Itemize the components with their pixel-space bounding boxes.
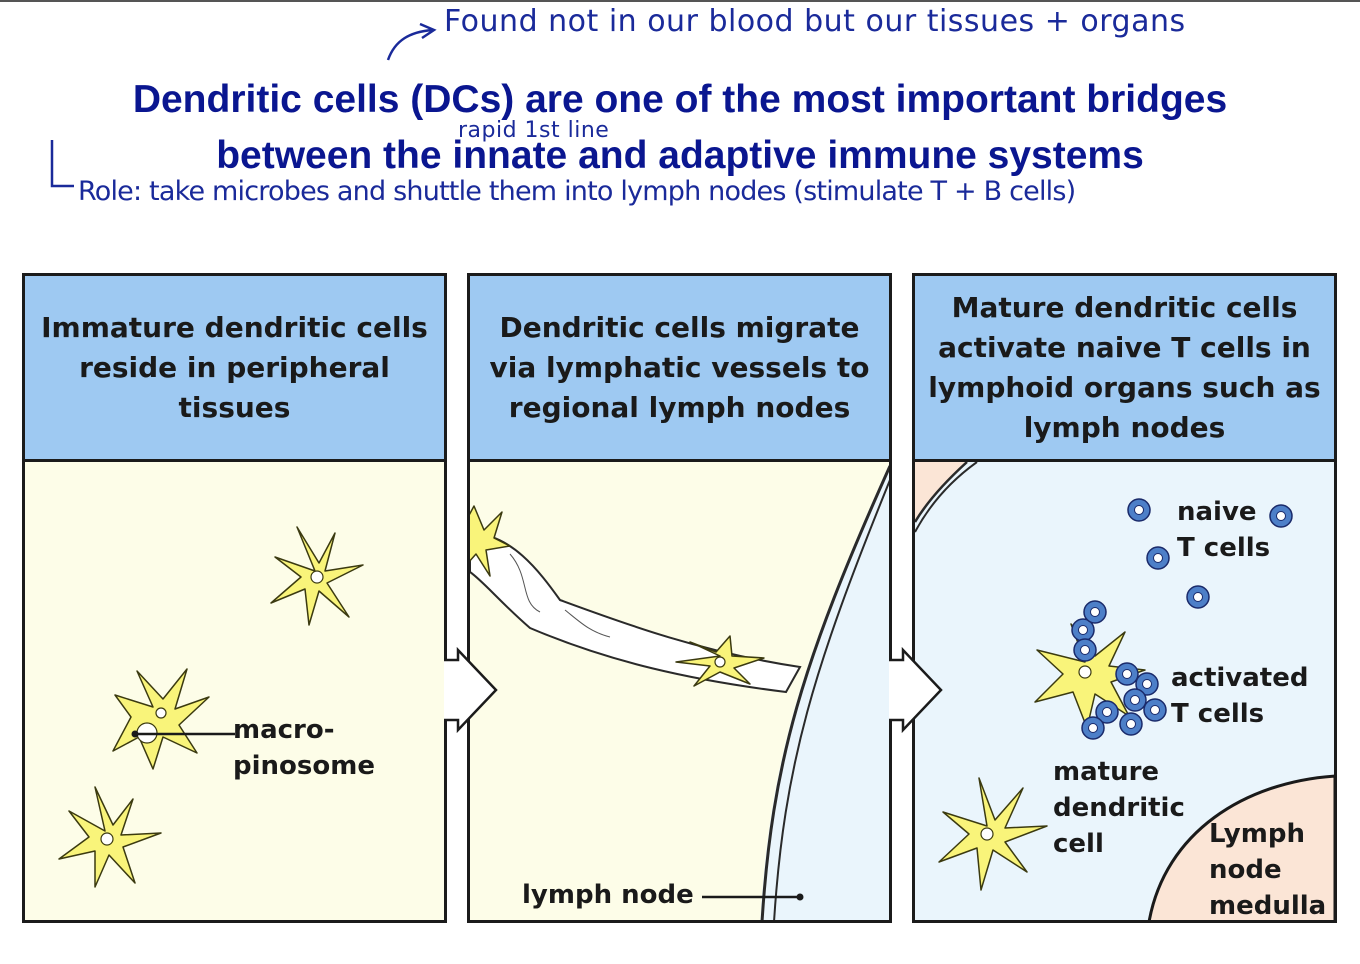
dendritic-cell-icon	[58, 786, 162, 888]
activated-t-cell-icon	[1115, 662, 1139, 686]
panel-1-header: Immature dendritic cells reside in perip…	[25, 276, 444, 462]
naive-t-cell-icon	[1186, 585, 1210, 609]
lymph-node-medulla	[1147, 774, 1334, 920]
lymphatic-vessel	[470, 532, 802, 694]
entering-dendritic-cell-icon	[470, 505, 511, 577]
panel-migration: Dendritic cells migrate via lymphatic ve…	[467, 273, 892, 923]
handwritten-role-note: Role: take microbes and shuttle them int…	[78, 176, 1076, 207]
activated-t-cell-icon	[1071, 618, 1095, 642]
panel-2-drawing	[470, 464, 889, 920]
label-naive-t-cells: naive T cells	[1177, 497, 1271, 563]
activated-t-cell-icon	[1119, 712, 1143, 736]
panel-1-drawing	[58, 526, 364, 888]
macropinosome-leader-dot	[131, 730, 139, 738]
hand-bracket-icon	[50, 140, 74, 188]
label-activated-t-cells: activated T cells	[1171, 663, 1309, 729]
naive-t-cell-icon	[1269, 504, 1293, 528]
lymph-node-region	[760, 464, 889, 920]
label-macropinosome-text: macro- pinosome	[233, 715, 375, 781]
hand-arrow-icon	[386, 28, 433, 61]
title-line-2: between the innate and adaptive immune s…	[216, 134, 1144, 177]
label-lymph-node: lymph node	[522, 880, 694, 910]
panel-3-header: Mature dendritic cells activate naive T …	[915, 276, 1334, 462]
label-mature-dendritic-cell: mature dendritic cell	[1053, 757, 1185, 859]
dendritic-cell-icon	[270, 526, 364, 626]
mature-dendritic-cell-icon	[938, 777, 1048, 891]
activated-t-cell-icon	[1073, 638, 1097, 662]
title-line-1: Dendritic cells (DCs) are one of the mos…	[132, 78, 1228, 121]
panel-activation: Mature dendritic cells activate naive T …	[912, 273, 1337, 923]
panel-2-body: lymph node	[470, 462, 889, 920]
label-macropinosome: macro- pinosome	[233, 712, 375, 784]
naive-t-cell-icon	[1146, 546, 1170, 570]
dendritic-cell-with-macropinosome-icon	[112, 668, 210, 770]
activated-t-cell-icon	[1135, 672, 1159, 696]
panel-3-drawing	[915, 462, 1334, 920]
naive-t-cell-icon	[1127, 498, 1151, 522]
handwritten-mid-note: rapid 1st line	[458, 118, 610, 143]
activated-t-cell-icon	[1095, 700, 1119, 724]
panel-2-header: Dendritic cells migrate via lymphatic ve…	[470, 276, 889, 462]
handwriting-arrows	[50, 22, 437, 188]
activated-t-cell-icon	[1083, 600, 1107, 624]
migrating-dendritic-cell-icon	[675, 635, 765, 687]
activated-t-cell-icon	[1143, 698, 1167, 722]
label-lymph-node-medulla: Lymph node medulla	[1209, 819, 1327, 921]
activated-t-cell-icon	[1081, 716, 1105, 740]
panel-1-body: macro- pinosome	[25, 462, 444, 920]
activated-t-cell-icon	[1123, 688, 1147, 712]
lymph-node-leader-dot	[796, 893, 804, 901]
handwritten-top-note: Found not in our blood but our tissues +…	[444, 4, 1186, 39]
panel-3-body: naive T cells activated T cells mature d…	[915, 462, 1334, 920]
panel-immature-dcs: Immature dendritic cells reside in perip…	[22, 273, 447, 923]
top-border-line	[0, 0, 1360, 2]
